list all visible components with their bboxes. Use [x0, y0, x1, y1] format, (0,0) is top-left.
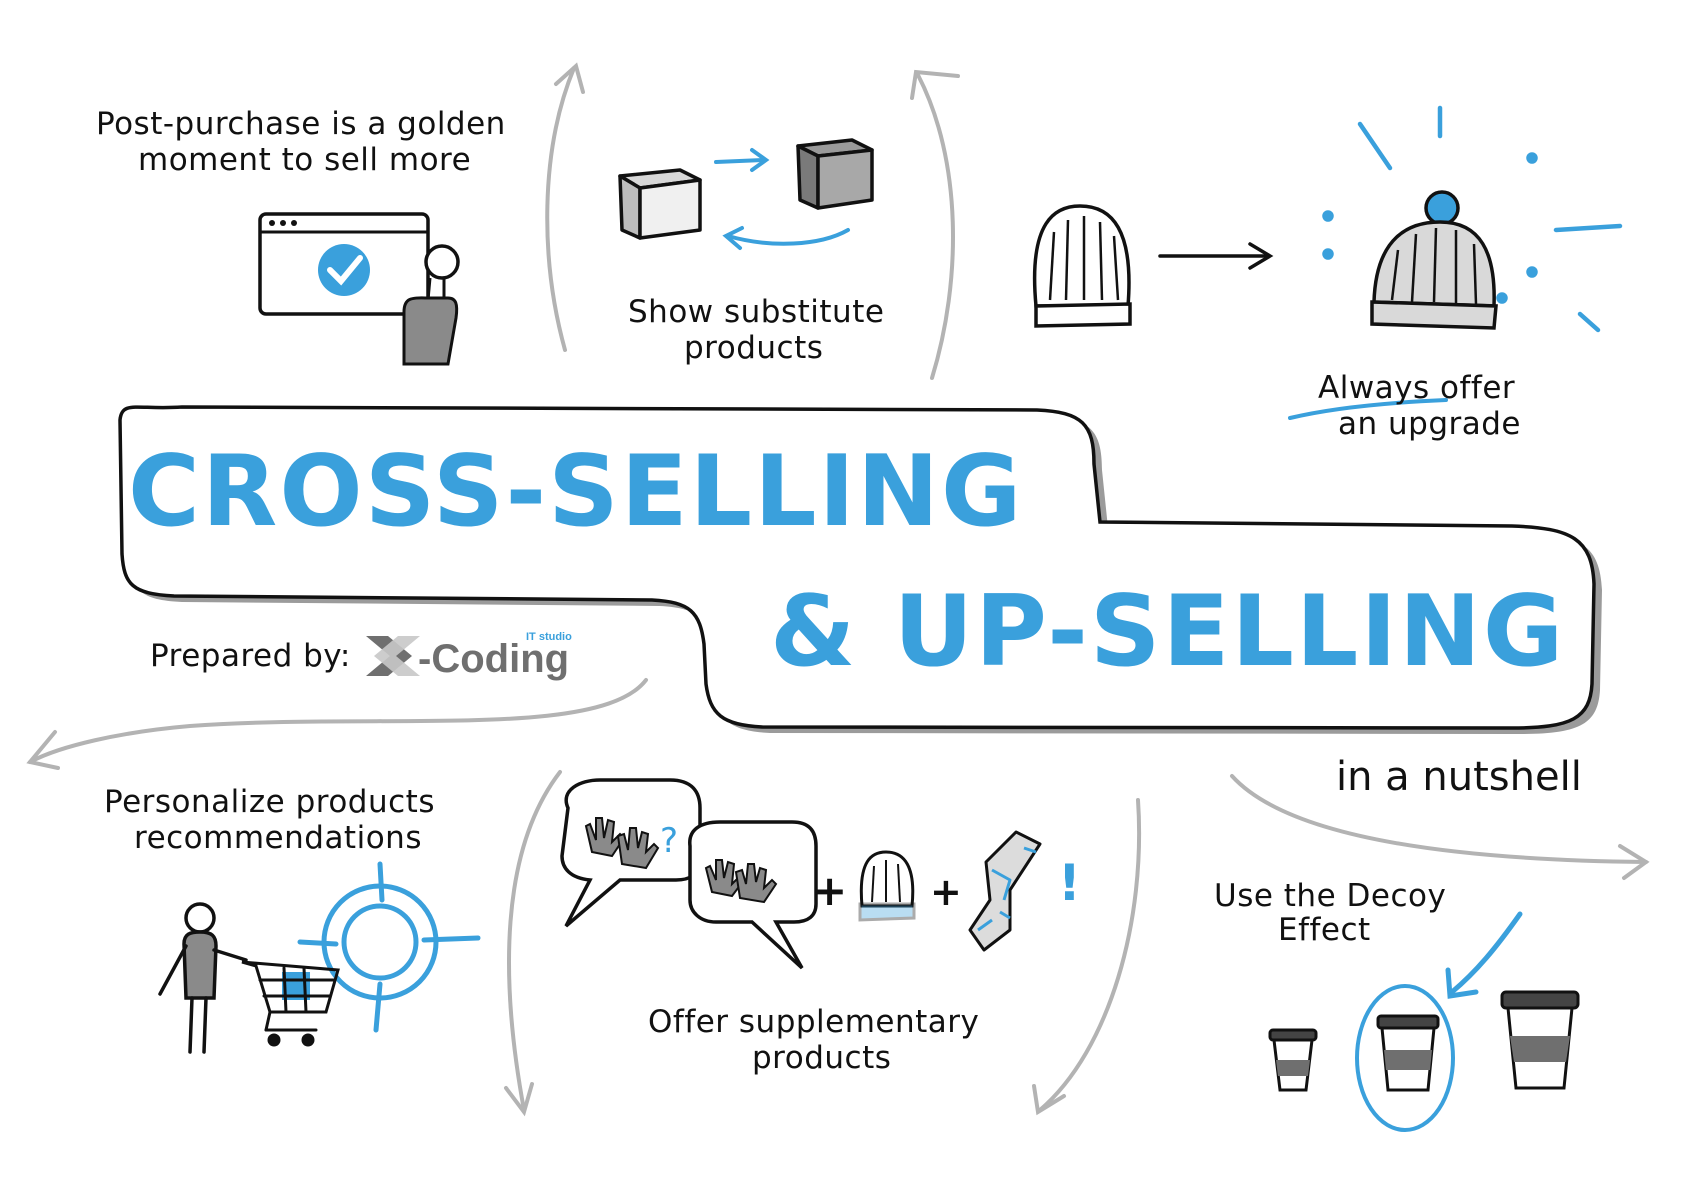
arrow-left-bracket-up [545, 66, 576, 352]
arrow-bottom-right [1230, 774, 1648, 864]
supplementary-line-1: Offer supplementary [648, 1004, 979, 1040]
decoy-highlight-circle [1355, 984, 1455, 1132]
speech-bubble-right [688, 820, 818, 970]
decoy-line-2: Effect [1278, 912, 1371, 948]
decoy-line-1: Use the Decoy [1214, 878, 1446, 914]
supplementary-line-2: products [752, 1040, 891, 1076]
cube-light-icon [618, 168, 702, 240]
personalize-line-2: recommendations [134, 820, 422, 856]
coffee-cup-medium-icon [1376, 1014, 1440, 1092]
section-decoy: Use the Decoy Effect [1214, 878, 1580, 1132]
subtitle: in a nutshell [1336, 754, 1582, 800]
logo-x-right [374, 636, 420, 676]
plus-sign-1: + [812, 866, 847, 915]
coffee-cup-large-icon [1500, 990, 1580, 1090]
title-banner: CROSS-SELLING & UP-SELLING [118, 405, 1602, 734]
arrow-bottom-right-head [1618, 844, 1650, 880]
person-icon [402, 244, 460, 366]
section-substitute: Show substitute products [618, 138, 884, 366]
coffee-cup-small-icon [1268, 1028, 1318, 1092]
post-purchase-line-2: moment to sell more [138, 142, 471, 178]
arrow-mid-down-left-head [504, 1082, 534, 1117]
personalize-line-1: Personalize products [104, 784, 435, 820]
small-beanie-icon [858, 850, 916, 922]
upgrade-underline [1288, 398, 1448, 420]
arrow-mid-down-right [1038, 798, 1142, 1112]
arrow-left-bracket-head [554, 62, 585, 94]
gloves-icon-2 [704, 859, 778, 904]
arrow-bottom-left-head [26, 730, 60, 770]
arrow-mid-down-left [507, 770, 562, 1112]
section-post-purchase: Post-purchase is a golden moment to sell… [96, 106, 506, 366]
post-purchase-line-1: Post-purchase is a golden [96, 106, 506, 142]
gloves-icon-1 [584, 817, 660, 870]
beanie-pompom-icon [1370, 190, 1498, 330]
upgrade-arrow-icon [1158, 242, 1274, 270]
scarf-icon [968, 830, 1042, 952]
target-icon [297, 861, 481, 1033]
section-upgrade: Always offer an upgrade [1032, 105, 1623, 442]
substitute-line-1: Show substitute [628, 294, 884, 330]
arrow-mid-down-right-head [1032, 1084, 1066, 1116]
upgrade-line-1: Always offer [1318, 370, 1515, 406]
shopping-cart-icon [241, 960, 340, 1047]
section-personalize: Personalize products recommendations [104, 784, 481, 1054]
speech-bubble-left: ? [560, 778, 702, 928]
browser-check-icon [258, 212, 430, 316]
title-line-2: & UP-SELLING [770, 575, 1565, 689]
substitute-line-2: products [684, 330, 823, 366]
shopper-icon [158, 902, 248, 1054]
prepared-by-label: Prepared by: [150, 638, 351, 674]
decoy-pointer-head [1445, 967, 1479, 999]
logo-text: -Coding [418, 637, 569, 681]
sparkle-icon [1322, 105, 1623, 333]
decoy-pointer-arrow [1449, 911, 1523, 995]
banner-outline [118, 405, 1596, 730]
beanie-basic-icon [1032, 204, 1132, 328]
connector-arrows [26, 62, 1650, 1117]
x-coding-logo: -Coding IT studio [366, 631, 572, 681]
cube-dark-icon [796, 138, 874, 210]
question-mark: ? [660, 821, 678, 861]
arrow-bottom-left [28, 678, 648, 764]
swap-arrows-icon [714, 148, 850, 250]
plus-sign-2: + [930, 870, 962, 914]
arrow-right-bracket-up [916, 73, 955, 380]
section-supplementary: ? + + ! Offer supplementary products [560, 778, 1081, 1076]
logo-small: IT studio [526, 631, 572, 643]
arrow-right-bracket-head [910, 69, 960, 100]
exclamation-mark: ! [1058, 854, 1081, 912]
upgrade-line-2: an upgrade [1338, 406, 1521, 442]
title-line-1: CROSS-SELLING [128, 435, 1023, 549]
